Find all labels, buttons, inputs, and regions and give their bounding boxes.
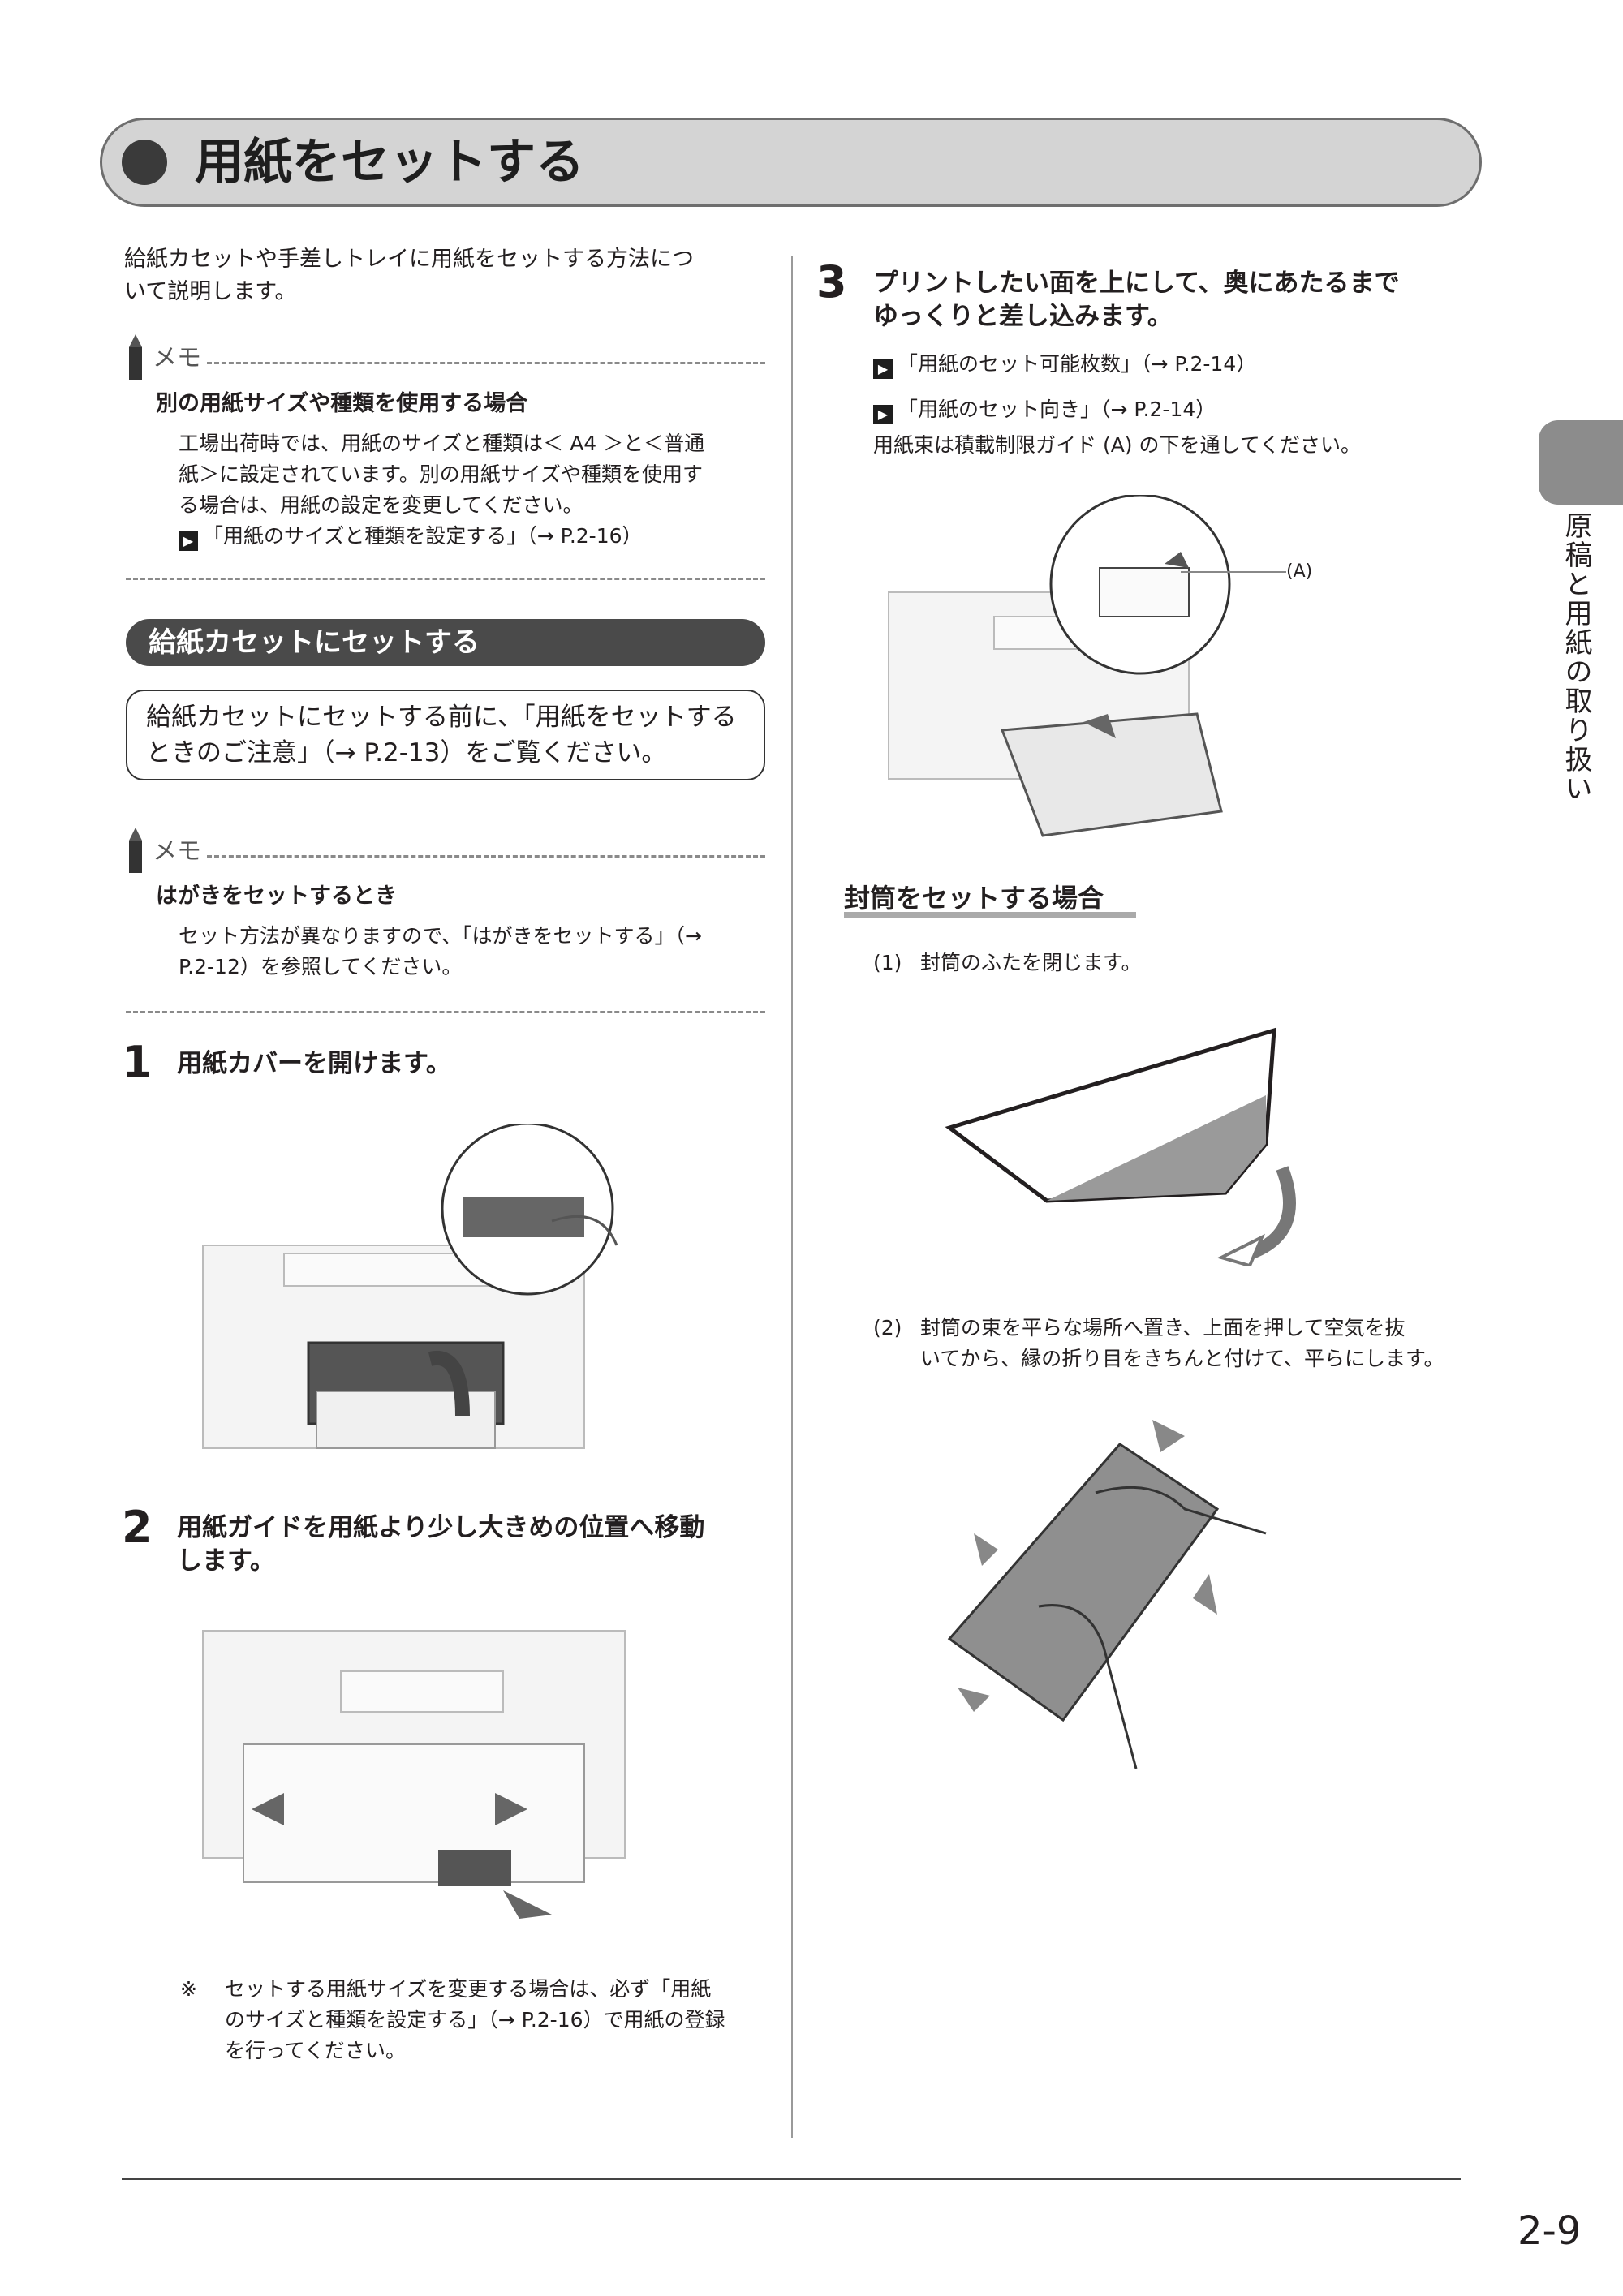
memo-text-2: P.2-12）を参照してください。 [179, 955, 463, 978]
memo-heading: 別の用紙サイズや種類を使用する場合 [156, 391, 528, 416]
step-title-2: ゆっくりと差し込みます。 [873, 302, 1173, 331]
memo-text-1: セット方法が異なりますので、「はがきをセットする」（→ [179, 924, 702, 948]
section-bar [126, 619, 765, 666]
intro-line-2: いて説明します。 [124, 279, 297, 304]
page-title: 用紙をセットする [195, 134, 584, 191]
ref-arrow-icon: ▶ [179, 531, 198, 551]
memo-text-2: 紙＞に設定されています。別の用紙サイズや種類を使用す [179, 462, 704, 486]
printer-cover-illustration [202, 1124, 618, 1449]
column-divider [791, 256, 793, 2138]
pencil-icon [129, 828, 142, 873]
memo-end-divider [126, 1011, 765, 1013]
envelope-heading: 封筒をセットする場合 [844, 883, 1104, 914]
title-banner [100, 118, 1482, 207]
memo-text-1: 工場出荷時では、用紙のサイズと種類は＜ A4 ＞と＜普通 [179, 432, 705, 455]
ref-link[interactable]: ▶「用紙のセット向き」（→ P.2-14） [873, 394, 1216, 425]
note-line-1: セットする用紙サイズを変更する場合は、必ず「用紙 [225, 1977, 712, 2001]
envelope-illustration [945, 1027, 1296, 1266]
envelope-item-num: (2) [873, 1316, 902, 1339]
memo-label: メモ [153, 344, 201, 372]
envelope-item-text-2: いてから、縁の折り目をきちんと付けて、平らにします。 [920, 1347, 1444, 1370]
step-title-2: します。 [177, 1546, 275, 1576]
notice-box [126, 690, 765, 780]
step-number: 3 [816, 256, 847, 307]
step-number: 1 [122, 1037, 153, 1088]
memo-ref[interactable]: ▶「用紙のサイズと種類を設定する」（→ P.2-16） [179, 521, 643, 552]
note-line-2: のサイズと種類を設定する」（→ P.2-16）で用紙の登録 [225, 2008, 725, 2032]
ref-arrow-icon: ▶ [873, 405, 893, 424]
paper-guide-illustration [202, 1630, 626, 1919]
step-title: 用紙カバーを開けます。 [177, 1049, 451, 1078]
notice-line-1: 給紙カセットにセットする前に、「用紙をセットする [146, 703, 737, 732]
ref-arrow-icon: ▶ [873, 359, 893, 379]
note-mark: ※ [180, 1977, 197, 2001]
memo-text-3: る場合は、用紙の設定を変更してください。 [179, 493, 583, 517]
envelope-item-text: 封筒のふたを閉じます。 [920, 951, 1142, 974]
memo-label: メモ [153, 837, 201, 866]
note-line-3: を行ってください。 [225, 2039, 407, 2062]
bullet-icon [122, 140, 167, 185]
section-title: 給紙カセットにセットする [149, 626, 480, 659]
envelope-item-text-1: 封筒の束を平らな場所へ置き、上面を押して空気を抜 [920, 1316, 1406, 1339]
page-number: 2-9 [1518, 2208, 1582, 2254]
chapter-label: 原稿と用紙の取り扱い [1560, 511, 1592, 803]
step-number: 2 [122, 1502, 153, 1553]
memo-heading: はがきをセットするとき [156, 884, 397, 909]
notice-line-2: ときのご注意」（→ P.2-13）をご覧ください。 [146, 738, 667, 767]
pencil-icon [129, 334, 142, 380]
callout-a: (A) [1286, 561, 1313, 582]
ref-link[interactable]: ▶「用紙のセット可能枚数」（→ P.2-14） [873, 349, 1256, 380]
step-title-1: 用紙ガイドを用紙より少し大きめの位置へ移動 [177, 1513, 705, 1542]
intro-line-1: 給紙カセットや手差しトレイに用紙をセットする方法につ [124, 247, 694, 272]
step3-text: 用紙束は積載制限ガイド (A) の下を通してください。 [873, 433, 1362, 457]
memo-divider [207, 855, 765, 858]
envelope-item-num: (1) [873, 951, 902, 974]
step-title-1: プリントしたい面を上にして、奥にあたるまで [873, 269, 1400, 298]
paper-insert-illustration [888, 495, 1286, 837]
chapter-tab [1539, 420, 1623, 505]
envelope-stack-illustration [947, 1420, 1267, 1769]
footer-rule [122, 2178, 1461, 2180]
memo-end-divider [126, 578, 765, 580]
subheading-underline [844, 912, 1136, 918]
memo-divider [207, 362, 765, 364]
